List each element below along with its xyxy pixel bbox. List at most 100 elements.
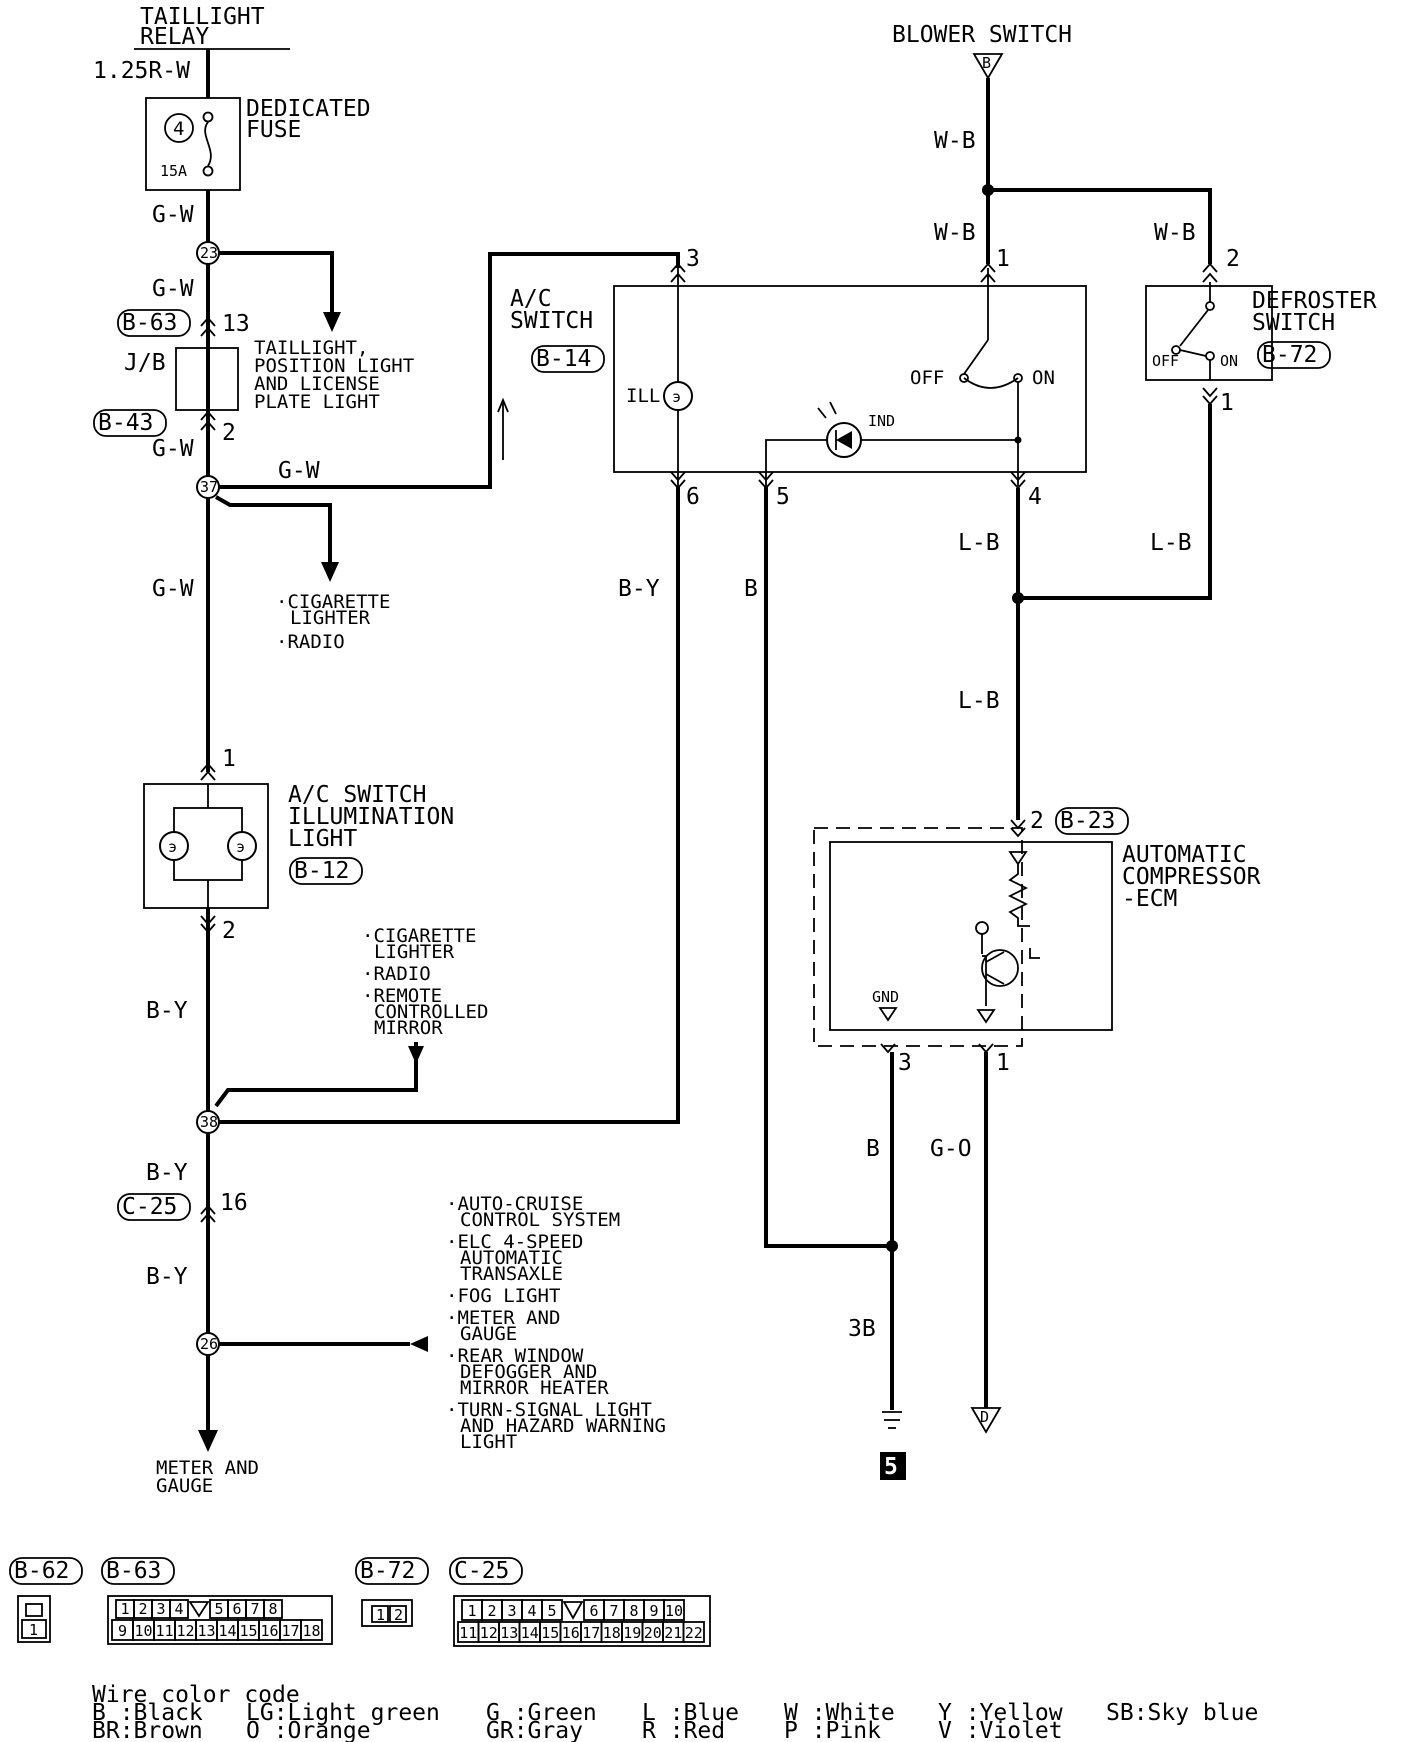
conn-b14-label: B-14	[536, 346, 591, 372]
connector-pin-number: 8	[629, 1602, 638, 1620]
connector-pin-number: 13	[197, 1622, 215, 1640]
svg-text:1: 1	[222, 746, 236, 772]
svg-text:3: 3	[898, 1050, 912, 1076]
svg-text:SWITCH: SWITCH	[1252, 310, 1335, 336]
connector-pin-number: 10	[134, 1622, 152, 1640]
connector-pin-number: 16	[260, 1622, 278, 1640]
svg-text:AND LICENSE: AND LICENSE	[254, 373, 380, 395]
ground-number-box	[880, 1452, 906, 1480]
svg-text:B-Y: B-Y	[618, 576, 660, 602]
connector-pin-number: 1	[467, 1602, 476, 1620]
connector-pin-number: 6	[232, 1600, 241, 1618]
connector-pin-number: 5	[214, 1600, 223, 1618]
svg-text:BR:Brown: BR:Brown	[92, 1718, 203, 1742]
junction-block: J/B	[124, 347, 239, 411]
svg-text:1: 1	[29, 1621, 38, 1639]
svg-text:POSITION LIGHT: POSITION LIGHT	[254, 355, 414, 377]
to-list-3: ·AUTO-CRUISE CONTROL SYSTEM ·ELC 4-SPEED…	[446, 1193, 666, 1453]
junction-38: 38	[196, 1110, 220, 1134]
connector-pin-number: 3	[156, 1600, 165, 1618]
svg-text:·REMOTE: ·REMOTE	[362, 985, 442, 1007]
connector-pin-number: 6	[589, 1602, 598, 1620]
junction-23: 23	[196, 241, 220, 265]
svg-text:TRANSAXLE: TRANSAXLE	[460, 1263, 563, 1285]
svg-text:э: э	[672, 388, 681, 406]
junction-37: 37	[196, 475, 220, 499]
svg-text:GND: GND	[872, 988, 899, 1006]
connector-pin-number: 21	[664, 1624, 682, 1642]
svg-text:ON: ON	[1032, 367, 1055, 389]
svg-text:1: 1	[1220, 390, 1234, 416]
connector-cell	[263, 1599, 283, 1619]
connector-pin-number: 16	[562, 1624, 580, 1642]
connector-pin-number: 4	[174, 1600, 183, 1618]
svg-text:LIGHT: LIGHT	[460, 1431, 517, 1453]
svg-text:B :Black: B :Black	[92, 1700, 203, 1726]
svg-text:1: 1	[376, 1606, 385, 1624]
svg-text:·REAR WINDOW: ·REAR WINDOW	[446, 1345, 584, 1367]
svg-text:P :Pink: P :Pink	[784, 1718, 881, 1742]
connector-pin-number: 9	[649, 1602, 658, 1620]
svg-text:G-O: G-O	[930, 1136, 972, 1162]
svg-text:·CIGARETTE: ·CIGARETTE	[362, 925, 476, 947]
svg-text:GAUGE: GAUGE	[460, 1323, 517, 1345]
connector-pin-number: 17	[582, 1624, 600, 1642]
connector-pin-number: 19	[623, 1624, 641, 1642]
svg-text:4: 4	[173, 118, 184, 140]
svg-text:PLATE LIGHT: PLATE LIGHT	[254, 391, 380, 413]
connector-pin-number: 1	[120, 1600, 129, 1618]
connector-pin-number: 11	[459, 1624, 477, 1642]
connector-pin-number: 9	[118, 1622, 127, 1640]
defroster-switch: OFF ON 2 DEFROSTER SWITCH B-72	[1145, 246, 1377, 381]
svg-text:G-W: G-W	[152, 436, 194, 462]
d-connector: D	[970, 1407, 1002, 1434]
svg-text:B: B	[744, 576, 758, 602]
svg-text:ILLUMINATION: ILLUMINATION	[288, 804, 454, 830]
svg-text:G-W: G-W	[152, 276, 194, 302]
connector-cell	[169, 1599, 189, 1619]
svg-text:OFF: OFF	[1152, 352, 1179, 370]
svg-text:37: 37	[200, 478, 218, 496]
svg-text:Wire color code: Wire color code	[92, 1682, 300, 1708]
connector-pin-number: 18	[603, 1624, 621, 1642]
ill-bulb-icon	[663, 381, 693, 411]
ac-switch: A/C SWITCH B-14 э ILL 3 6 IND 5 OFF	[510, 246, 1087, 510]
svg-text:B: B	[866, 1136, 880, 1162]
bulb-icon	[159, 831, 189, 861]
svg-text:METER AND: METER AND	[156, 1457, 259, 1479]
fuse-number-circle	[164, 113, 194, 143]
svg-text:1: 1	[996, 1050, 1010, 1076]
connector-pin-number: 2	[487, 1602, 496, 1620]
svg-text:SB:Sky blue: SB:Sky blue	[1106, 1700, 1258, 1726]
dedicated-fuse: 4 15A DEDICATED FUSE	[145, 96, 371, 191]
connector-pin-number: 4	[527, 1602, 536, 1620]
connector-pin-number: 12	[176, 1622, 194, 1640]
svg-text:5: 5	[884, 1454, 898, 1480]
svg-text:·RADIO: ·RADIO	[362, 963, 431, 985]
connector-pin-number: 10	[665, 1602, 683, 1620]
svg-text:LG:Light green: LG:Light green	[246, 1700, 440, 1726]
connector-pin-number: 12	[480, 1624, 498, 1642]
connector-pin-number: 2	[138, 1600, 147, 1618]
svg-text:LIGHT: LIGHT	[288, 826, 357, 852]
svg-text:A/C SWITCH: A/C SWITCH	[288, 782, 426, 808]
svg-text:W-B: W-B	[934, 128, 976, 154]
svg-text:·RADIO: ·RADIO	[276, 631, 345, 653]
svg-text:W-B: W-B	[934, 220, 976, 246]
svg-text:W :White: W :White	[784, 1700, 895, 1726]
svg-text:2: 2	[394, 1606, 403, 1624]
svg-text:6: 6	[686, 484, 700, 510]
svg-text:э: э	[236, 838, 245, 856]
svg-text:LIGHTER: LIGHTER	[374, 941, 455, 963]
connector-cell	[541, 1599, 563, 1621]
svg-text:15A: 15A	[160, 162, 187, 180]
bulb-icon	[227, 831, 257, 861]
svg-text:RELAY: RELAY	[140, 24, 209, 50]
svg-text:TAILLIGHT,: TAILLIGHT,	[254, 337, 368, 359]
svg-text:38: 38	[200, 1113, 218, 1131]
blower-switch: BLOWER SWITCH B	[892, 22, 1072, 80]
arrow-lighter-radio	[321, 562, 339, 582]
conn-b72-label: B-72	[1262, 342, 1317, 368]
svg-text:·TURN-SIGNAL LIGHT: ·TURN-SIGNAL LIGHT	[446, 1399, 652, 1421]
svg-text:B-72: B-72	[360, 1558, 415, 1584]
